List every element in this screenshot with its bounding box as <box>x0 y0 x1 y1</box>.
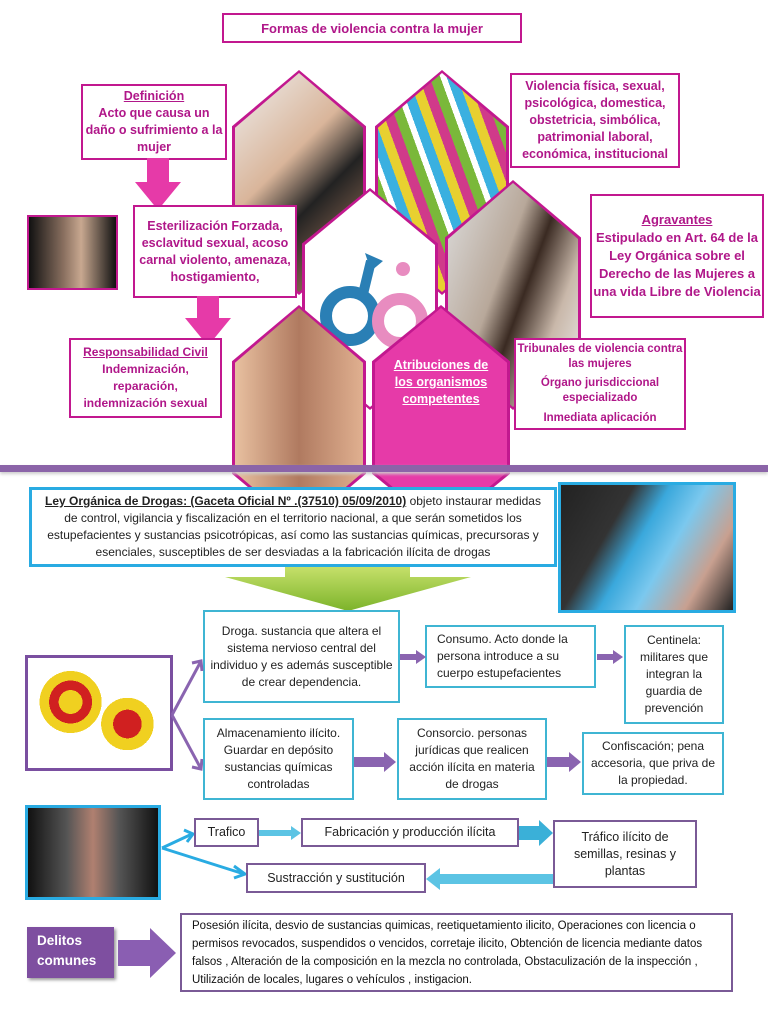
acts-box: Esterilización Forzada, esclavitud sexua… <box>133 205 297 298</box>
civil-heading: Responsabilidad Civil <box>83 345 208 359</box>
arrow-right-icon <box>259 826 301 840</box>
green-down-arrow-icon <box>225 567 471 611</box>
arrow-right-icon <box>118 928 176 978</box>
consumo-box: Consumo. Acto donde la persona introduce… <box>425 625 596 688</box>
delitos-comunes-label: Delitos comunes <box>27 927 114 978</box>
drug-law-book-image <box>558 482 736 613</box>
down-arrow-icon <box>135 158 181 210</box>
sustraccion-box: Sustracción y sustitución <box>246 863 426 893</box>
branch-arrows-icon <box>170 659 204 771</box>
branch-arrows-icon <box>161 828 196 850</box>
arrow-icon <box>161 846 249 880</box>
courts-item: Inmediata aplicación <box>543 411 657 424</box>
section-divider <box>0 465 768 472</box>
centinela-box: Centinela: militares que integran la gua… <box>624 625 724 724</box>
fabricacion-box: Fabricación y producción ilícita <box>301 818 519 847</box>
trafico-box: Trafico <box>194 818 259 847</box>
arrow-right-icon <box>597 650 623 664</box>
arrow-right-icon <box>547 752 581 772</box>
courts-item: Órgano jurisdiccional especializado <box>540 377 660 405</box>
arrow-right-icon <box>354 752 396 772</box>
handcuffs-image <box>25 805 161 900</box>
definition-text: Acto que causa un daño o sufrimiento a l… <box>85 106 223 154</box>
drug-law-text: objeto instaurar medidas de control, vig… <box>47 494 541 559</box>
arrow-right-icon <box>519 820 553 846</box>
courts-box: Tribunales de violencia contra las mujer… <box>514 338 686 430</box>
drug-law-box: Ley Orgánica de Drogas: (Gaceta Oficial … <box>29 487 557 567</box>
consorcio-box: Consorcio. personas jurídicas que realic… <box>397 718 547 800</box>
pills-image <box>25 655 173 771</box>
definition-heading: Definición <box>123 89 185 103</box>
forms-box: Violencia física, sexual, psicológica, d… <box>510 73 680 168</box>
violence-title: Formas de violencia contra la mujer <box>222 13 522 43</box>
droga-box: Droga. sustancia que altera el sistema n… <box>203 610 400 703</box>
attributions-label: Atribuciones de los organismos competent… <box>393 358 489 406</box>
down-arrow-icon <box>185 296 231 346</box>
drug-law-title: Ley Orgánica de Drogas: (Gaceta Oficial … <box>45 494 407 508</box>
trafico-semillas-box: Tráfico ilícito de semillas, resinas y p… <box>553 820 697 888</box>
arrow-left-icon <box>426 868 553 890</box>
aggravating-heading: Agravantes <box>641 212 713 227</box>
delitos-comunes-box: Posesión ilícita, desvio de sustancias q… <box>180 913 733 992</box>
almacenamiento-box: Almacenamiento ilícito. Guardar en depós… <box>203 718 354 800</box>
civil-text: Indemnización, reparación, indemnización… <box>83 362 208 410</box>
hands-image <box>27 215 118 290</box>
confiscacion-box: Confiscación; pena accesoria, que priva … <box>582 732 724 795</box>
arrow-right-icon <box>400 650 426 664</box>
aggravating-text: Estipulado en Art. 64 de la Ley Orgánica… <box>593 230 761 299</box>
courts-item: Tribunales de violencia contra las mujer… <box>517 343 683 371</box>
